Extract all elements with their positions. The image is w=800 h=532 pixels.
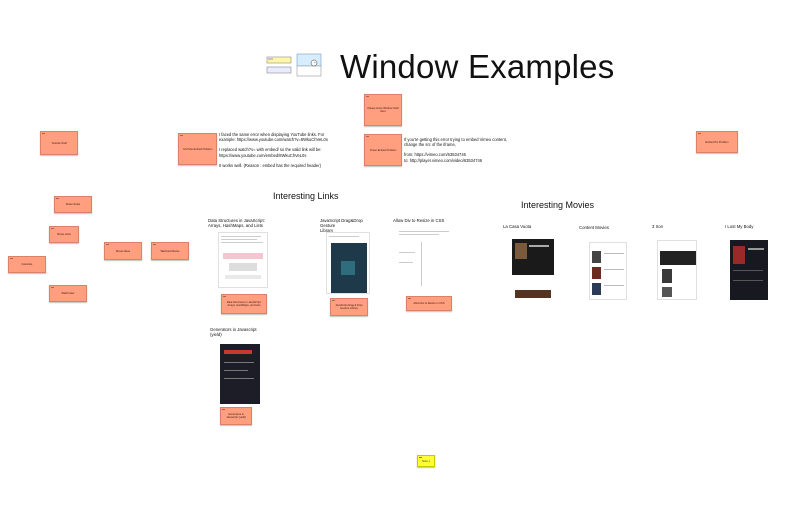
movie-card-i-lost-my-body[interactable]: I Lost My Body [725,224,775,302]
sticky-note-left-d[interactable]: Watched Movies [151,242,189,260]
sticky-note-vimeo-issue[interactable]: Vimeo Embed Problem [364,134,402,166]
page-title: Window Examples [340,48,615,85]
link-card-preview [218,232,268,288]
movie-card-thumbs [515,290,551,298]
movie-card-3-iron[interactable]: 3 Iron [652,224,702,302]
sticky-note-text: Note 1 [422,459,430,463]
sticky-note-left-upper[interactable]: Youtube Stuff [40,131,78,155]
sticky-note-text: Allow Div to Resize in CSS [413,302,445,305]
link-card-title: Data Structures in JavaScript: Arrays, H… [208,218,270,228]
sticky-note-left-c[interactable]: Movie Ideas [104,242,142,260]
text-line: to: http://player.vimeo.com/video/635347… [404,157,483,163]
sticky-note-text: Embed Pin Problem [705,140,729,144]
link-card-title: Allow Div to Resize in CSS [393,218,455,223]
sticky-note-text: Watched Movies [160,249,180,253]
sticky-note-text: Vimeo Embed Problem [369,148,397,152]
text-line: change the src of the iframe, [404,142,456,148]
movie-card-preview [730,240,768,300]
sticky-note-text: Movie Notes [65,203,81,206]
sticky-note-text: Data Structures in JavaScript: Arrays, H… [226,301,262,307]
movie-card-title: La Casa Vuota [503,224,532,229]
sticky-note-left-a[interactable]: Movie Notes [54,196,92,213]
movie-card-content-movies[interactable]: Content Movies [579,225,631,303]
sticky-note-left-f[interactable]: Watch later [49,285,87,302]
card-title-line: (yield) [210,332,222,338]
movie-card-preview [589,242,627,300]
text-line: example: https://www.youtube.com/watch?v… [219,137,328,143]
sticky-note-top-center[interactable]: Please shore Window Stuff Here [364,94,402,126]
sticky-note-text: Youtube Stuff [51,141,67,145]
window-panel-icon-svg [266,56,292,74]
sticky-note-link-resize[interactable]: Allow Div to Resize in CSS [406,296,452,311]
text-line: I faced the same error when displaying Y… [219,132,325,137]
sticky-note-link-gen[interactable]: Generators in Javascript (yield) [220,407,252,425]
movie-card-preview [657,240,697,300]
link-card-data-structures[interactable]: Data Structures in JavaScript: Arrays, H… [208,218,270,316]
text-line: I replaced watch?v= with embed/ so the v… [219,147,322,153]
sticky-note-link-ds[interactable]: Data Structures in JavaScript: Arrays, H… [221,294,267,314]
window-stack-icon[interactable] [296,52,324,78]
sticky-note-text: Generators in Javascript (yield) [226,413,246,419]
link-card-resize-div[interactable]: Allow Div to Resize in CSS Allow Div to … [393,218,455,316]
link-card-drag-drop[interactable]: JavaScript Drag&Drop Gesture Library Jav… [320,218,370,316]
link-card-title: JavaScript Drag&Drop Gesture Library [320,218,370,234]
card-title-line: Library [320,228,334,234]
movie-card-title: I Lost My Body [725,224,754,229]
sticky-note-bottom-yellow[interactable]: Note 1 [417,455,435,467]
sticky-note-left-b[interactable]: Movie Links [49,226,79,243]
links-section-heading: Interesting Links [273,191,339,201]
sticky-note-text: Watch later [61,292,75,295]
movies-section-heading: Interesting Movies [521,200,595,210]
link-card-generators[interactable]: Generators in Javascript (yield) Generat… [210,327,272,425]
sticky-note-left-e[interactable]: Favorites [8,256,46,273]
link-card-title: Generators in Javascript (yield) [210,327,272,337]
movie-card-la-casa-vuota[interactable]: La Casa Vuota [503,224,563,302]
youtube-fix-text: I faced the same error when displaying Y… [219,132,359,168]
window-stack-icon-svg [296,53,322,77]
text-line: from: https://vimeo.com/63534746 [404,152,466,158]
vimeo-fix-text: If you're getting this error trying to e… [404,137,534,163]
sticky-note-youtube-issue[interactable]: YouTube Embed Problem [178,133,217,165]
sticky-note-link-dnd[interactable]: JavaScript Drag & Drop Gesture Library [330,298,368,316]
link-card-preview [220,344,260,404]
link-card-preview [397,228,451,288]
card-title-line: Arrays, HashMaps, and Lists [208,223,263,229]
sticky-note-text: YouTube Embed Problem [182,147,213,151]
sticky-note-text: JavaScript Drag & Drop Gesture Library [335,304,363,310]
card-title-line: JavaScript Drag&Drop Gesture [320,218,363,229]
sticky-note-text: Movie Ideas [116,249,130,253]
card-title-line: Generators in Javascript [210,327,257,332]
movie-card-preview [512,239,554,275]
movie-card-title: 3 Iron [652,224,663,229]
sticky-note-right-upper[interactable]: Embed Pin Problem [696,131,738,153]
window-panel-icon[interactable] [266,55,292,77]
text-line: It works well. (Reason : embed has the r… [219,162,321,168]
text-line: https://www.youtube.com/embed/8WkuChVeL0… [219,152,307,158]
card-title-line: Allow Div to Resize in CSS [393,218,445,223]
link-card-preview [326,232,370,294]
sticky-note-text: Movie Links [57,233,71,236]
movie-card-title: Content Movies [579,225,609,230]
sticky-note-text: Please shore Window Stuff Here [367,107,399,113]
text-line: If you're getting this error trying to e… [404,137,507,142]
card-title-line: Data Structures in JavaScript: [208,218,265,223]
sticky-note-text: Favorites [21,263,33,266]
